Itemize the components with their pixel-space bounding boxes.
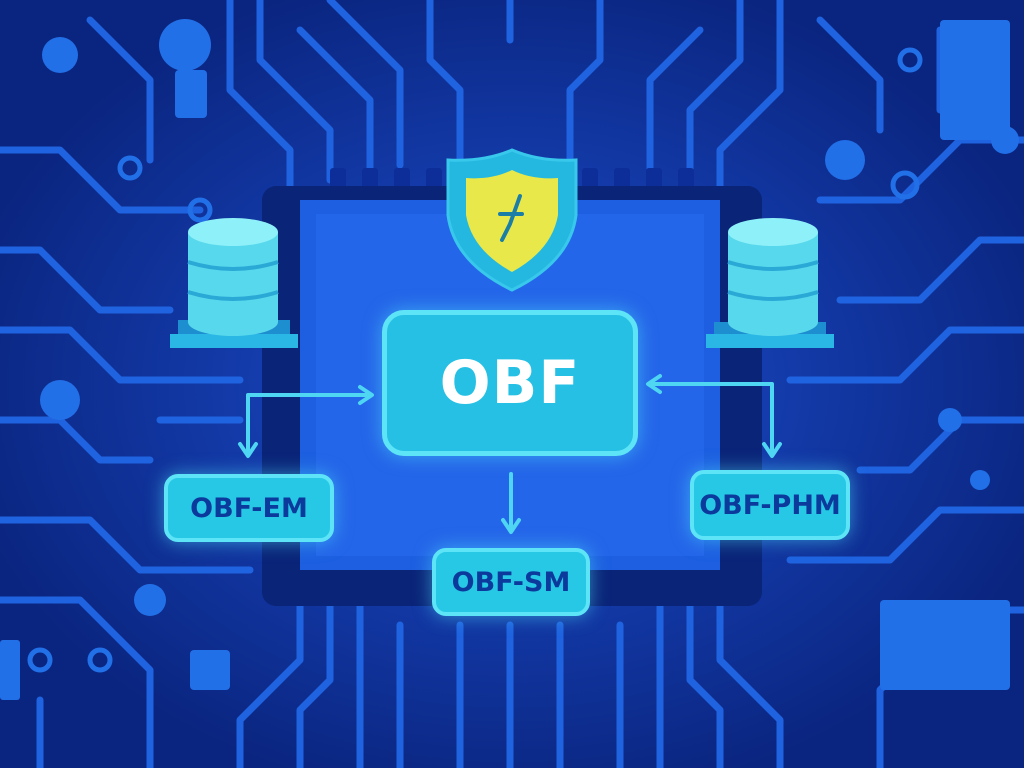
database-icon [170, 218, 298, 348]
arrowhead-to-main-left [358, 385, 374, 405]
database-icon [706, 218, 834, 348]
arrowhead-to-main-right [646, 374, 662, 394]
edge-phm-main [648, 382, 774, 454]
main-node-obf: OBF [382, 310, 638, 456]
shield-icon [446, 148, 578, 292]
node-obf-em: OBF-EM [164, 474, 334, 542]
node-obf-phm: OBF-PHM [690, 470, 850, 540]
arrowhead-to-sm [501, 518, 521, 534]
arrowhead-to-em [238, 442, 258, 458]
circuit-pads [0, 19, 1019, 700]
connector-arrows [238, 374, 782, 534]
arrowhead-to-phm [762, 442, 782, 458]
edge-em-main [246, 393, 372, 454]
node-obf-sm: OBF-SM [432, 548, 590, 616]
